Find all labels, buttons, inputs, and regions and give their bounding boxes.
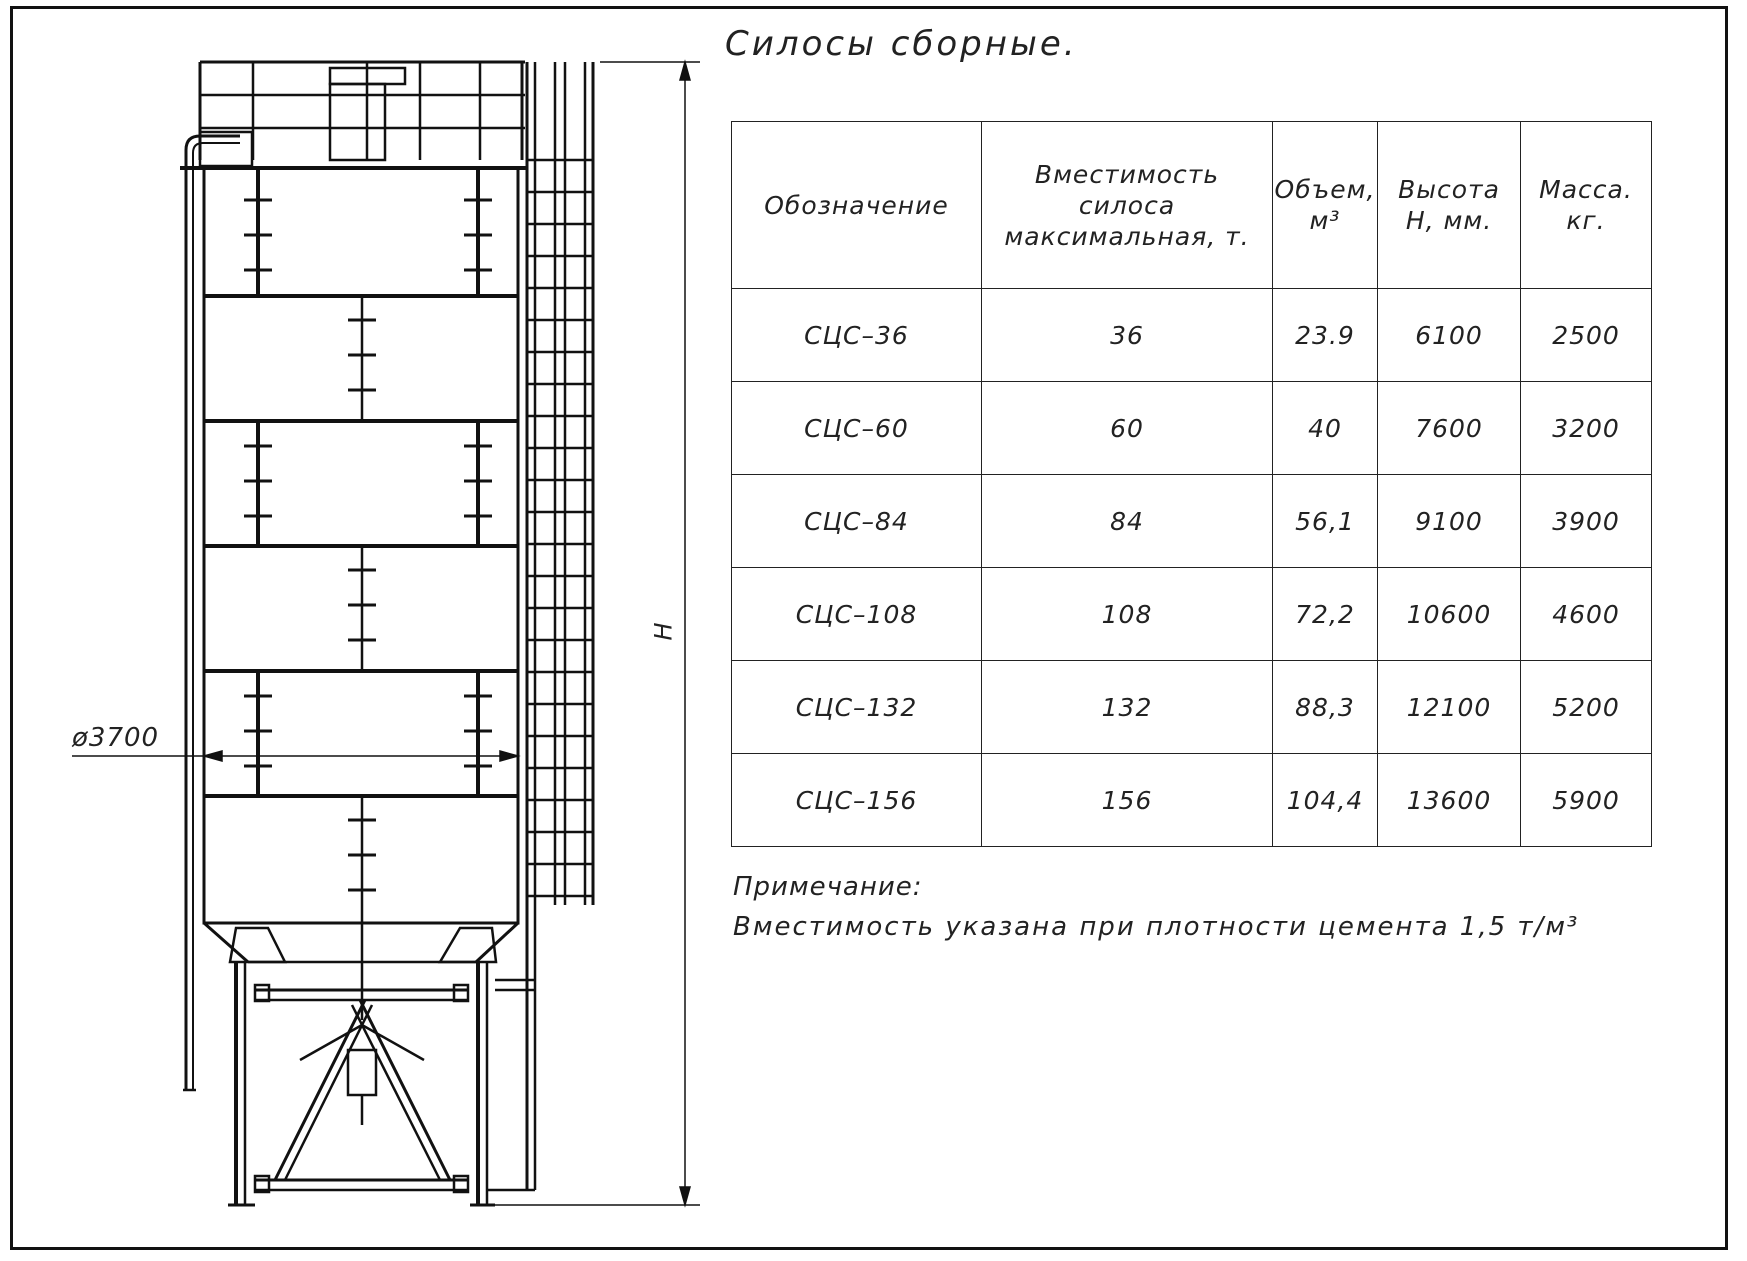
table-row: СЦС–108 108 72,2 10600 4600 [731,567,1652,661]
cell-designation: СЦС–156 [731,753,982,847]
header-mass: Масса.кг. [1520,121,1652,289]
diameter-dimension-label: ø3700 [72,723,160,753]
table-row: СЦС–84 84 56,1 9100 3900 [731,474,1652,568]
dimension-height [495,59,700,1208]
drawing-frame [10,6,1728,1250]
dimension-diameter [72,750,521,762]
cell-volume: 40 [1272,381,1378,475]
header-volume: Объем,м³ [1272,121,1378,289]
cell-capacity: 132 [981,660,1273,754]
height-dimension-label: Н [649,621,678,641]
ladder [525,62,595,905]
silo-cone [203,921,520,964]
cell-height: 6100 [1377,288,1521,382]
note-text: Вместимость указана при плотности цемент… [733,912,1580,942]
table-row: СЦС–36 36 23.9 6100 2500 [731,288,1652,382]
cell-height: 9100 [1377,474,1521,568]
cell-height: 12100 [1377,660,1521,754]
cell-capacity: 84 [981,474,1273,568]
silo-body [180,166,528,1020]
note-label: Примечание: [733,872,923,902]
ladder-rungs [527,158,593,898]
drawing-title: Силосы сборные. [725,24,1078,64]
cell-designation: СЦС–108 [731,567,982,661]
cell-volume: 72,2 [1272,567,1378,661]
top-railing [198,60,525,162]
cell-capacity: 36 [981,288,1273,382]
cell-designation: СЦС–36 [731,288,982,382]
cell-mass: 2500 [1520,288,1652,382]
cell-mass: 5200 [1520,660,1652,754]
cell-mass: 3200 [1520,381,1652,475]
cell-capacity: 60 [981,381,1273,475]
cell-height: 7600 [1377,381,1521,475]
cell-height: 13600 [1377,753,1521,847]
table-row: СЦС–132 132 88,3 12100 5200 [731,660,1652,754]
stiffener-ticks [244,198,492,892]
cell-mass: 4600 [1520,567,1652,661]
cell-volume: 104,4 [1272,753,1378,847]
support-frame [228,905,537,1207]
cell-capacity: 156 [981,753,1273,847]
cell-designation: СЦС–132 [731,660,982,754]
cell-capacity: 108 [981,567,1273,661]
cell-mass: 5900 [1520,753,1652,847]
cell-volume: 56,1 [1272,474,1378,568]
cell-height: 10600 [1377,567,1521,661]
filling-pipe [183,130,254,1092]
cell-mass: 3900 [1520,474,1652,568]
header-designation: Обозначение [731,121,982,289]
table-row: СЦС–60 60 40 7600 3200 [731,381,1652,475]
cell-volume: 88,3 [1272,660,1378,754]
cell-volume: 23.9 [1272,288,1378,382]
table-row: СЦС–156 156 104,4 13600 5900 [731,753,1652,847]
cell-designation: СЦС–84 [731,474,982,568]
cell-designation: СЦС–60 [731,381,982,475]
